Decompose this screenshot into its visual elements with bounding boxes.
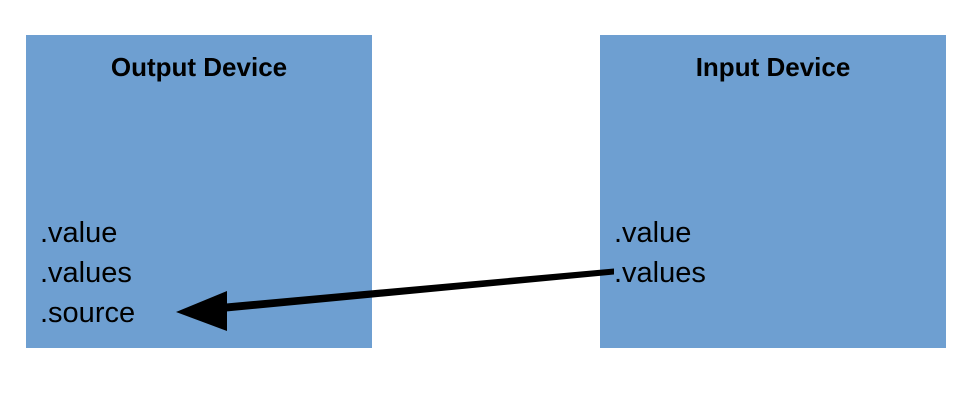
input-device-property-list: .value .values: [614, 213, 706, 293]
property-value: .value: [614, 217, 692, 249]
output-device-box[interactable]: Output Device .value .values .source: [26, 35, 372, 348]
input-device-title: Input Device: [695, 52, 851, 82]
property-source: .source: [40, 297, 136, 329]
property-values: .values: [40, 257, 132, 289]
output-device-title: Output Device: [110, 52, 288, 82]
property-value: .value: [40, 217, 118, 249]
input-device-box[interactable]: Input Device .value .values: [600, 35, 946, 348]
property-values: .values: [614, 257, 706, 289]
output-device-property-list: .value .values .source: [40, 213, 135, 333]
